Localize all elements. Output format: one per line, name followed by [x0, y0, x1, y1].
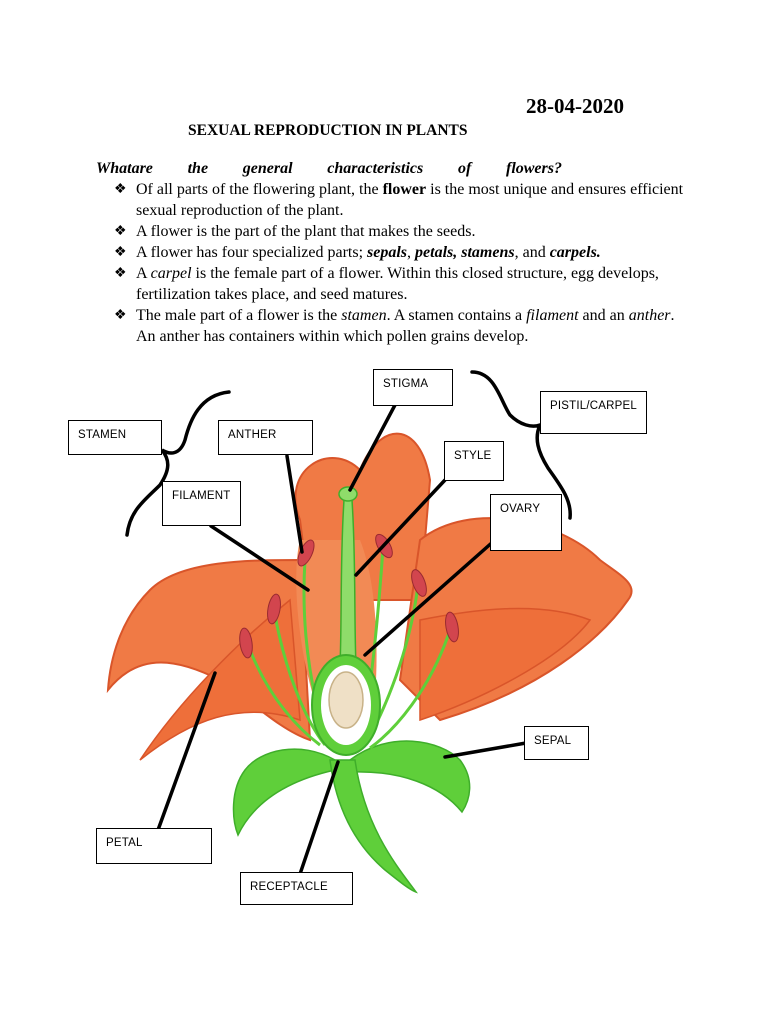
ovary-pointer — [363, 538, 497, 657]
bullet-text: , — [407, 244, 416, 261]
bullet-text: , and — [514, 244, 550, 261]
diamond-flower-bullet-icon: ❖ — [114, 182, 127, 197]
bullet-item: ❖ A flower is the part of the plant that… — [112, 221, 692, 242]
anther — [445, 611, 459, 643]
label-sepal: SEPAL — [524, 726, 589, 760]
bullet-text: sepals — [367, 244, 408, 261]
bullet-text: stamen — [341, 307, 387, 324]
bullet-item: ❖ The male part of a flower is the stamen… — [112, 305, 692, 347]
label-ovary: OVARY — [490, 494, 562, 551]
diamond-flower-bullet-icon: ❖ — [114, 266, 127, 281]
bullet-text: A — [136, 265, 151, 282]
stigma — [338, 486, 358, 502]
label-anther: ANTHER — [218, 420, 313, 455]
bullet-text: flower — [382, 181, 427, 198]
bullet-text: filament — [526, 307, 579, 324]
bullet-item: ❖ A carpel is the female part of a flower… — [112, 263, 692, 305]
filament — [248, 649, 321, 747]
question-word: the — [187, 160, 209, 177]
pistil — [311, 486, 381, 756]
bullet-text: petals, stamens — [415, 244, 515, 261]
anther — [411, 569, 427, 597]
bullet-text: and an — [578, 307, 629, 324]
label-petal: PETAL — [96, 828, 212, 864]
bullet-text: A flower is the part of the plant that m… — [136, 223, 476, 240]
receptacle-stem — [329, 759, 418, 894]
bullet-text: Of all parts of the flowering plant, the — [136, 181, 383, 198]
bullet-text: carpel — [150, 265, 192, 282]
page-title: SEXUAL REPRODUCTION IN PLANTS — [188, 122, 468, 139]
stigma-pointer — [348, 403, 397, 492]
ovule — [328, 671, 364, 729]
bullet-item: ❖ Of all parts of the flowering plant, th… — [112, 179, 692, 221]
filament-pointer — [209, 524, 310, 592]
label-pistil: PISTIL/CARPEL — [540, 391, 647, 434]
anther-pointer — [285, 454, 304, 554]
question-word: Whatare — [96, 160, 153, 177]
label-receptacle: RECEPTACLE — [240, 872, 353, 905]
question-heading: Whatare the general characteristics of f… — [96, 160, 562, 178]
filament — [369, 629, 452, 750]
date: 28-04-2020 — [526, 94, 624, 118]
bullet-text: . A stamen contains a — [386, 307, 527, 324]
sepals — [232, 740, 471, 894]
style-pointer — [354, 478, 447, 577]
pointer-lines — [156, 403, 528, 876]
bullet-item: ❖ A flower has four specialized parts; se… — [112, 242, 692, 263]
question-word: of — [457, 160, 472, 177]
bullet-text: The male part of a flower is the — [136, 307, 342, 324]
pistil-brace — [470, 370, 572, 520]
bullet-text: carpels. — [549, 244, 601, 261]
label-stamen: STAMEN — [68, 420, 162, 455]
label-filament: FILAMENT — [162, 481, 241, 526]
stamen-brace — [125, 390, 231, 537]
braces — [125, 370, 572, 537]
bullet-text: anther — [628, 307, 671, 324]
sepal — [232, 748, 336, 837]
style — [339, 499, 357, 666]
petal — [419, 607, 592, 722]
diamond-flower-bullet-icon: ❖ — [114, 308, 127, 323]
sepal — [349, 740, 471, 814]
label-style: STYLE — [444, 441, 504, 481]
label-stigma: STIGMA — [373, 369, 453, 406]
question-word: flowers? — [505, 160, 562, 177]
bullet-text: is the female part of a flower. Within t… — [136, 265, 659, 303]
petal-pointer — [156, 671, 217, 832]
anthers — [239, 533, 459, 659]
question-word: characteristics — [327, 160, 424, 177]
bullet-list: ❖ Of all parts of the flowering plant, th… — [112, 179, 692, 347]
bullet-text: is the most unique and ensures efficient… — [136, 181, 684, 219]
diamond-flower-bullet-icon: ❖ — [114, 245, 127, 260]
anther — [239, 627, 253, 659]
question-word: general — [242, 160, 293, 177]
receptacle-pointer — [298, 760, 340, 876]
bullet-text: A flower has four specialized parts; — [136, 244, 368, 261]
anther — [267, 593, 281, 625]
diamond-flower-bullet-icon: ❖ — [114, 224, 127, 239]
sepal-pointer — [443, 741, 528, 759]
bullet-text: . An anther has containers within which … — [136, 307, 675, 345]
